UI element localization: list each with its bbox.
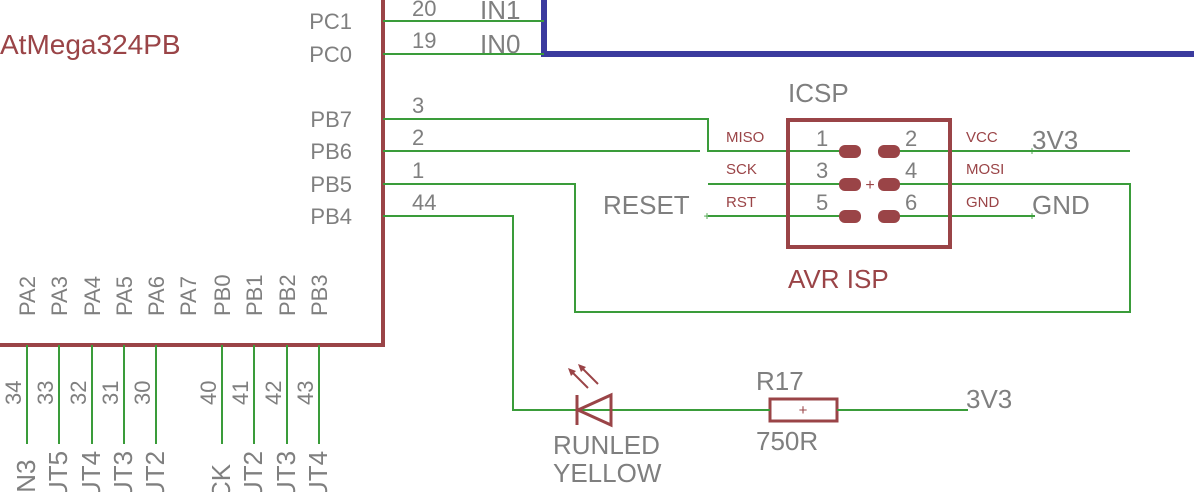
pin-name-pb7: PB7 [310,107,352,132]
bottom-pin-name: PA5 [112,276,137,316]
icsp-wires [383,118,1131,411]
bottom-pin-name: PB1 [242,274,267,316]
bottom-pin-name: PA2 [15,276,40,316]
pin-num-pb5: 1 [412,158,424,183]
icsp-pin-4: 4 [905,158,917,183]
icsp-pin-3: 3 [816,158,828,183]
pin-name-pb6: PB6 [310,139,352,164]
bottom-pin-name: PB0 [210,274,235,316]
led-diode-icon[interactable] [574,392,613,428]
icsp-pin-5: 5 [816,190,828,215]
pin-name-pb5: PB5 [310,172,352,197]
icsp-signal-mosi: MOSI [966,161,1004,178]
icsp-signal-gnd: GND [966,194,1000,211]
origin-cross-icon: + [799,402,808,419]
icsp-signal-vcc: VCC [966,129,998,146]
icsp-signal-rst: RST [726,194,756,211]
origin-cross-icon: + [865,177,874,194]
net-label-reset: RESET [603,190,690,220]
pin-num-pb7: 3 [412,93,424,118]
net-label-3v3-icsp: 3V3 [1032,125,1078,155]
bottom-pin-number: 43 [293,381,318,405]
led-name: RUNLED [553,430,660,460]
wire-pb5-mosi-loop[interactable] [383,183,1131,313]
pad-3 [839,178,861,191]
icsp-signal-sck: SCK [726,161,757,178]
net-label-in0: IN0 [480,29,520,59]
bottom-pin-net-label: UT4 [303,451,333,492]
mcu-body-outline [0,0,385,347]
icsp-pin-1: 1 [816,126,828,151]
led-arrowhead-icon [568,368,576,376]
icsp-header: ICSP AVR ISP + 1 2 3 4 5 6 MISO VCC SCK … [603,78,1090,294]
mcu-name: AtMega324PB [0,29,181,60]
bottom-pin-name: PB2 [275,274,300,316]
bottom-pin-number: 42 [261,381,286,405]
led-emission-arrow-icon [581,367,599,385]
net-label-in1: IN1 [480,0,520,25]
bottom-pin-number: 31 [98,381,123,405]
bottom-pin-net-label: UT3 [108,451,138,492]
net-cross-icon: + [1028,209,1035,223]
pad-6 [878,210,900,223]
pad-1 [839,145,861,158]
pin-num-pc0: 19 [412,28,436,53]
mcu-symbol: AtMega324PB [0,0,385,347]
bottom-pin-number: 40 [196,381,221,405]
bottom-pin-name: PA3 [47,276,72,316]
bottom-pin-net-label: IN3 [11,460,41,492]
net-cross-icon: + [1028,144,1035,158]
bottom-pin-number: 33 [33,381,58,405]
bottom-pin-net-label: UT2 [238,451,268,492]
resistor-value: 750R [756,426,818,456]
bottom-pin-name: PA4 [80,276,105,316]
bottom-pin-net-label: UT3 [271,451,301,492]
pad-5 [839,210,861,223]
bottom-pin-number: 41 [228,381,253,405]
icsp-pin-6: 6 [905,190,917,215]
led-value: YELLOW [553,458,662,488]
led-emission-arrow-icon [571,371,589,389]
net-label-gnd: GND [1032,190,1090,220]
bottom-pin-number: 32 [66,381,91,405]
resistor-name: R17 [756,366,804,396]
wire-pb4-led[interactable] [383,215,545,411]
resistor-r17: + R17 750R 3V3 [740,366,1012,456]
pin-num-pb4: 44 [412,190,436,215]
icsp-signal-miso: MISO [726,129,764,146]
bus-line[interactable] [541,0,1194,57]
icsp-name: AVR ISP [788,264,889,294]
pad-2 [878,145,900,158]
bottom-pin-net-label: UT5 [43,451,73,492]
icsp-body[interactable] [786,118,952,249]
pin-name-pc0: PC0 [309,42,352,67]
pad-4 [878,178,900,191]
status-led: RUNLED YELLOW [545,364,740,488]
bottom-pin-net-label: UT2 [140,451,170,492]
net-label-3v3-led: 3V3 [966,384,1012,414]
wire-pb7-miso[interactable] [383,118,850,152]
icsp-pin-2: 2 [905,126,917,151]
led-arrowhead-icon [578,364,586,372]
bottom-pin-number: 34 [1,381,26,405]
bottom-pin-name: PA6 [144,276,169,316]
bottom-pin-number: 30 [130,381,155,405]
bottom-pin-name: PB3 [307,274,332,316]
icsp-title: ICSP [788,78,849,108]
pin-num-pc1: 20 [412,0,436,21]
pin-num-pb6: 2 [412,125,424,150]
pin-name-pb4: PB4 [310,204,352,229]
bottom-pin-net-label: UT4 [76,451,106,492]
net-cross-icon: + [703,209,710,223]
pin-name-pc1: PC1 [309,9,352,34]
bottom-pin-net-label: CK [206,463,236,492]
mcu-right-pins: PC1 20 IN1 PC0 19 IN0 PB7 3 PB6 2 PB5 1 … [309,0,544,229]
bottom-pin-name: PA7 [176,276,201,316]
